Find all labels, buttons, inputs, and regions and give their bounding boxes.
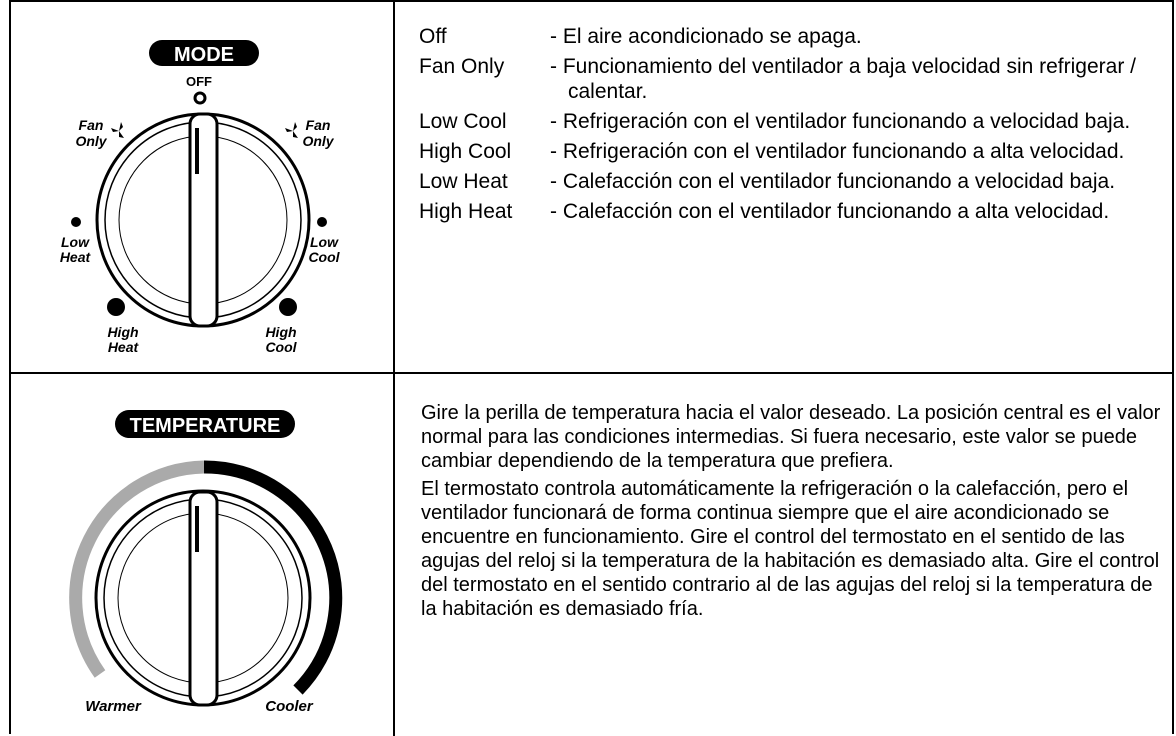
mode-name: Low Heat (419, 170, 508, 193)
temperature-knob[interactable] (94, 489, 312, 707)
mode-dial-figure: MODE OFF Fan Only Fan Only Low Heat Low … (11, 2, 393, 372)
mode-name: High Cool (419, 140, 512, 163)
temperature-paragraph-2: El termostato controla automáticamente l… (421, 478, 1160, 620)
mode-name: Low Cool (419, 110, 507, 133)
temperature-badge (115, 410, 295, 438)
temperature-paragraph-1: Gire la perilla de temperatura hacia el … (421, 402, 1161, 472)
mode-desc: - Refrigeración con el ventilador funcio… (550, 140, 1125, 163)
high-heat-line2: Heat (108, 339, 140, 355)
low-cool-line2: Cool (308, 249, 340, 265)
low-heat-dot-icon (71, 217, 81, 227)
fan-only-left-line2: Only (75, 133, 107, 149)
high-cool-dot-icon (279, 298, 297, 316)
off-label: OFF (186, 74, 212, 89)
mode-row-off: Off - El aire acondicionado se apaga. (419, 24, 1169, 49)
fan-only-left-line1: Fan (79, 117, 104, 133)
warmer-label: Warmer (85, 698, 142, 715)
instruction-table: MODE OFF Fan Only Fan Only Low Heat Low … (9, 0, 1174, 736)
mode-desc: - Funcionamiento del ventilador a baja v… (550, 55, 1136, 103)
temperature-dial-svg: TEMPERATURE Warmer Cooler (69, 410, 343, 715)
mode-dial-svg: MODE OFF Fan Only Fan Only Low Heat Low … (60, 40, 341, 355)
temperature-dial-figure: TEMPERATURE Warmer Cooler (11, 374, 393, 736)
mode-description-list: Off - El aire acondicionado se apaga. Fa… (419, 24, 1169, 229)
high-heat-line1: High (107, 324, 138, 340)
mode-row-high-heat: High Heat - Calefacción con el ventilado… (419, 199, 1169, 224)
cooler-label: Cooler (265, 698, 314, 715)
low-heat-line2: Heat (60, 249, 92, 265)
mode-desc: - Refrigeración con el ventilador funcio… (550, 110, 1131, 133)
high-cool-line1: High (265, 324, 296, 340)
high-heat-dot-icon (107, 298, 125, 316)
cooler-arc (203, 460, 343, 695)
mode-desc: - Calefacción con el ventilador funciona… (550, 170, 1116, 193)
mode-desc: - El aire acondicionado se apaga. (550, 25, 862, 48)
fan-only-right-line2: Only (302, 133, 334, 149)
mode-badge-label: MODE (174, 44, 234, 66)
row-divider (11, 372, 1172, 374)
fan-right-icon (285, 122, 298, 138)
temperature-badge-label: TEMPERATURE (130, 415, 281, 437)
mode-name: High Heat (419, 200, 513, 223)
mode-badge (149, 40, 259, 66)
column-divider (393, 2, 395, 736)
fan-left-icon (111, 122, 124, 138)
mode-row-high-cool: High Cool - Refrigeración con el ventila… (419, 139, 1169, 164)
mode-name: Off (419, 25, 447, 48)
off-indicator-icon (193, 91, 207, 105)
low-cool-dot-icon (317, 217, 327, 227)
fan-only-right-line1: Fan (306, 117, 331, 133)
temperature-description: Gire la perilla de temperatura hacia el … (421, 401, 1161, 625)
mode-desc: - Calefacción con el ventilador funciona… (550, 200, 1110, 223)
mode-name: Fan Only (419, 55, 505, 78)
low-heat-line1: Low (61, 234, 90, 250)
mode-row-low-cool: Low Cool - Refrigeración con el ventilad… (419, 109, 1169, 134)
mode-row-fan-only: Fan Only - Funcionamiento del ventilador… (419, 54, 1169, 104)
low-cool-line1: Low (310, 234, 339, 250)
mode-row-low-heat: Low Heat - Calefacción con el ventilador… (419, 169, 1169, 194)
mode-knob[interactable] (95, 112, 311, 328)
high-cool-line2: Cool (265, 339, 297, 355)
warmer-arc (69, 460, 205, 678)
